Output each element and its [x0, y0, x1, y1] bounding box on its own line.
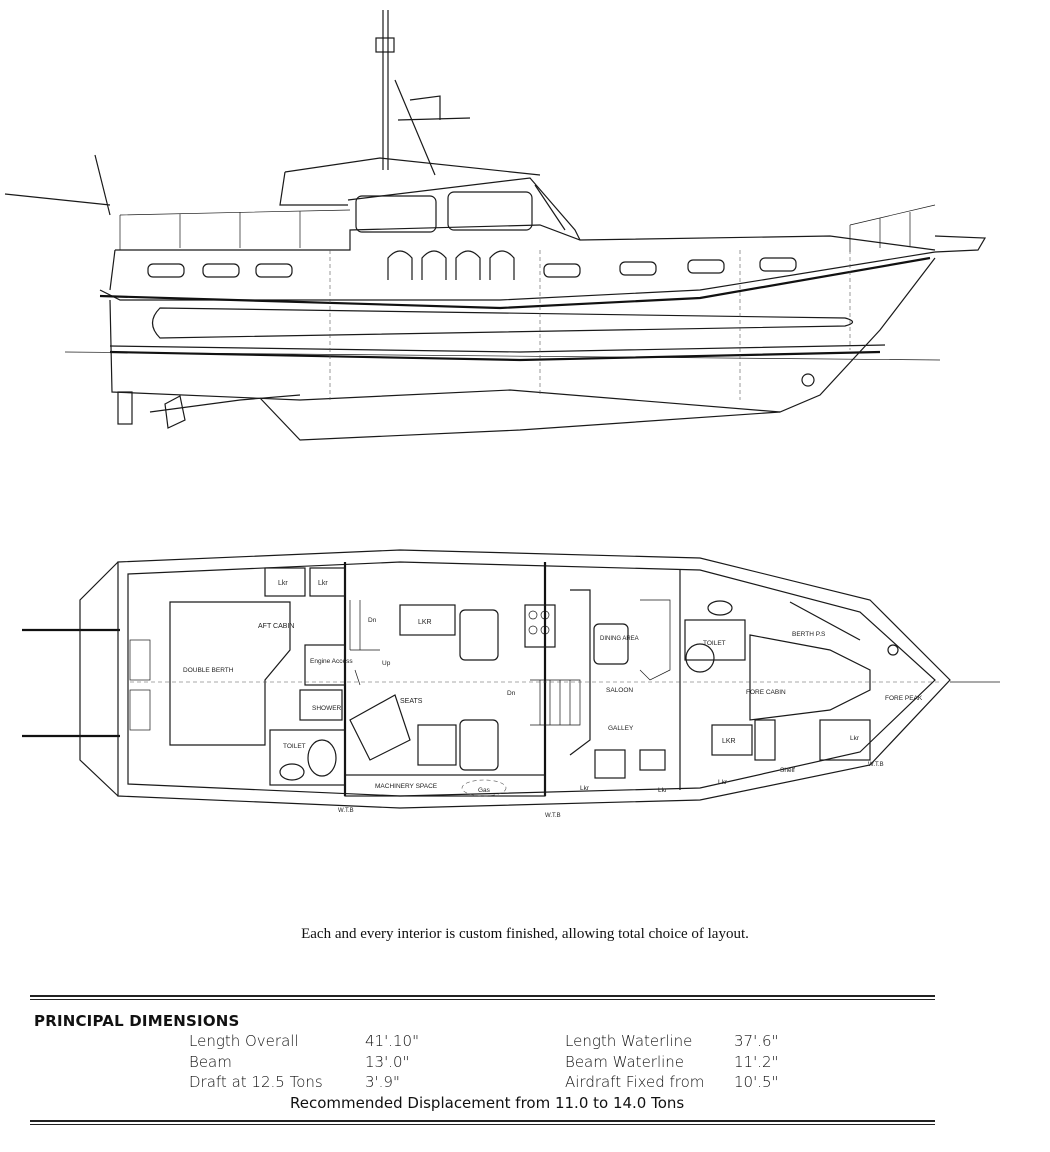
boat-profile-drawing	[4, 10, 987, 441]
plan-label-dn-aft: Dn	[368, 617, 377, 624]
dim-value-length-overall: 41'.10"	[365, 1032, 419, 1050]
boat-layout-plan: Lkr Lkr AFT CABIN DOUBLE BERTH Engine Ac…	[22, 549, 1000, 819]
recommended-displacement: Recommended Displacement from 11.0 to 14…	[290, 1094, 685, 1112]
dim-value-draft: 3'.9"	[365, 1073, 400, 1091]
dimensions-heading: PRINCIPAL DIMENSIONS	[34, 1012, 240, 1030]
plan-label-up: Up	[382, 660, 391, 667]
plan-label-lkr-aft-2: Lkr	[318, 580, 328, 587]
dim-label-draft: Draft at 12.5 Tons	[189, 1073, 323, 1091]
plan-label-toilet-fore: TOILET	[703, 640, 726, 647]
plan-label-lkr-galley-3: Lkr	[658, 787, 668, 794]
plan-label-berth: BERTH P.S	[792, 631, 826, 638]
divider-bottom	[30, 1120, 935, 1125]
dim-label-beam-waterline: Beam Waterline	[565, 1053, 685, 1071]
plan-label-saloon: SALOON	[606, 687, 633, 694]
plan-label-lkr-mid: LKR	[418, 619, 432, 626]
plan-label-lkr-galley-1: Lkr	[718, 779, 728, 786]
plan-label-lkr-fore: LKR	[722, 738, 736, 745]
dim-value-beam-waterline: 11'.2"	[734, 1053, 779, 1071]
dim-label-airdraft: Airdraft Fixed from	[565, 1073, 705, 1091]
divider-top	[30, 995, 935, 1000]
plan-label-wtb-3: W.T.B	[868, 762, 884, 768]
plan-label-wtb-1: W.T.B	[338, 808, 354, 814]
dim-label-length-waterline: Length Waterline	[565, 1032, 693, 1050]
plan-label-seats: SEATS	[400, 698, 423, 705]
interior-caption: Each and every interior is custom finish…	[301, 926, 749, 942]
plan-label-shelf: Shelf	[780, 767, 795, 774]
plan-label-dining-area: DINING AREA	[600, 636, 639, 642]
plan-label-shower: SHOWER	[312, 705, 342, 712]
plan-label-lkr-fore-2: Lkr	[850, 735, 860, 742]
plan-label-fore-cabin: FORE CABIN	[746, 689, 786, 696]
dim-value-beam: 13'.0"	[365, 1053, 410, 1071]
plan-label-fore-peak: FORE PEAK	[885, 695, 923, 702]
plan-label-double-berth: DOUBLE BERTH	[183, 667, 234, 674]
dim-label-length-overall: Length Overall	[189, 1032, 299, 1050]
dim-value-length-waterline: 37'.6"	[734, 1032, 779, 1050]
plan-label-galley: GALLEY	[608, 725, 634, 732]
dim-label-beam: Beam	[189, 1053, 232, 1071]
plan-label-machinery-space: MACHINERY SPACE	[375, 783, 438, 790]
plan-label-toilet-aft: TOILET	[283, 743, 306, 750]
plan-label-gas: Gas	[478, 787, 491, 794]
plan-label-wtb-2: W.T.B	[545, 813, 561, 819]
plan-label-engine-access: Engine Access	[310, 658, 353, 665]
dim-value-airdraft: 10'.5"	[734, 1073, 779, 1091]
plan-label-dn-saloon: Dn	[507, 690, 516, 697]
plan-label-aft-cabin: AFT CABIN	[258, 623, 294, 630]
plan-label-lkr-aft-1: Lkr	[278, 580, 288, 587]
plan-label-lkr-galley-2: Lkr	[580, 785, 590, 792]
